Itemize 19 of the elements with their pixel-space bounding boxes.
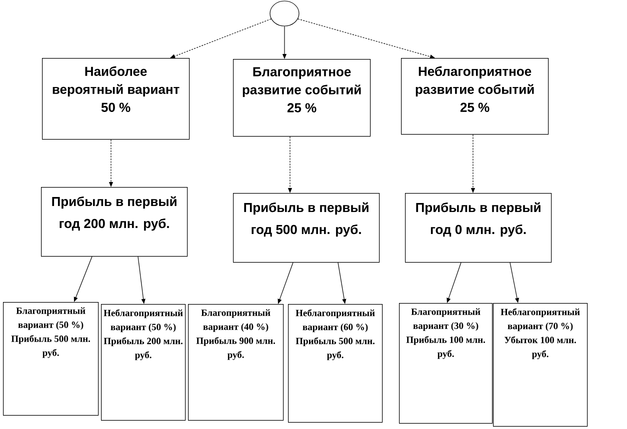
arrow	[446, 262, 462, 303]
arrow	[74, 256, 92, 302]
arrow	[278, 262, 294, 304]
outcome-box: Благоприятный вариант (30 %) Прибыль 100 млн. руб.	[399, 303, 493, 424]
scenario-box: Неблагоприятное развитие событий 25 %	[401, 58, 549, 135]
profit-box: Прибыль в первый год 200 млн. руб.	[41, 187, 188, 257]
profit-box: Прибыль в первый год 0 млн. руб.	[405, 193, 552, 263]
outcome-box: Неблагоприятный вариант (50 %) Прибыль 200 млн. руб.	[101, 304, 186, 421]
arrow	[510, 262, 520, 303]
arrow	[170, 18, 272, 58]
scenario-box: Благоприятное развитие событий 25 %	[233, 59, 371, 137]
outcome-box: Неблагоприятный вариант (70 %) Убыток 100 млн. руб.	[493, 303, 588, 427]
arrow	[298, 18, 435, 59]
profit-box: Прибыль в первый год 500 млн. руб.	[233, 193, 380, 263]
outcome-box: Благоприятный вариант (40 %) Прибыль 900 млн. руб.	[188, 304, 284, 421]
circle-node	[270, 0, 300, 26]
scenario-box: Наиболее вероятный вариант 50 %	[42, 58, 190, 140]
outcome-box: Неблагоприятный вариант (60 %) Прибыль 500 млн. руб.	[288, 304, 383, 423]
outcome-box: Благоприятный вариант (50 %) Прибыль 500 млн. руб.	[3, 302, 99, 416]
